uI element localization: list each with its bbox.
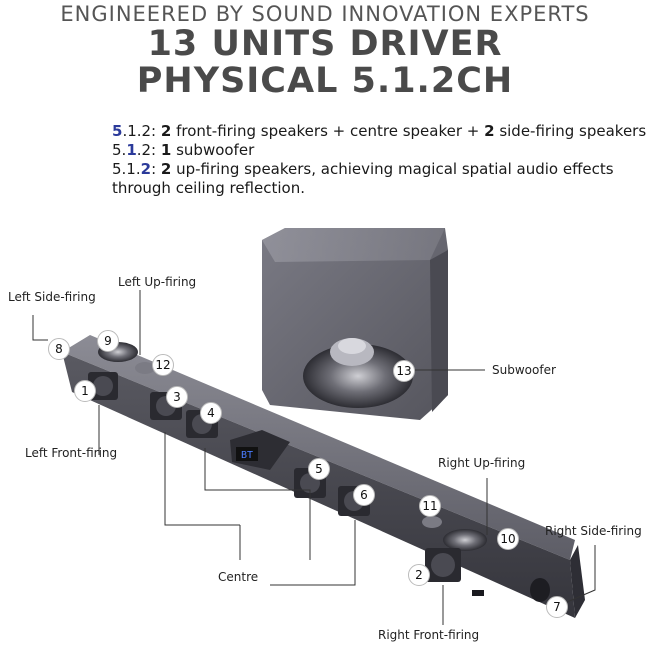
spec-code-highlight: 5 [112, 122, 123, 140]
up-driver-right-small [422, 516, 442, 528]
label-left-front-firing: Left Front-firing [25, 446, 118, 460]
spec-count: 1 [160, 141, 172, 159]
spec-code-highlight: 2 [140, 160, 152, 178]
display-readout: BT [241, 450, 253, 461]
subwoofer [262, 228, 448, 420]
spec-line-sub: 5.1.2: 1 subwoofer [112, 141, 632, 160]
marker-9: 9 [97, 330, 119, 352]
spec-count: 2 [160, 122, 172, 140]
label-centre: Centre [218, 570, 259, 584]
callout-lines [32, 290, 596, 625]
soundbar: BT [62, 335, 585, 618]
label-right-side-firing: Right Side-firing [545, 524, 642, 538]
spec-text: side-firing speakers [494, 122, 647, 140]
headline-line-1: 13 UNITS DRIVER [147, 24, 503, 64]
spec-list: 5.1.2: 2 front-firing speakers + centre … [112, 122, 646, 198]
label-right-up-firing: Right Up-firing [438, 456, 526, 470]
marker-8: 8 [48, 338, 70, 360]
label-left-side-firing: Left Side-firing [8, 290, 96, 304]
spec-code: 5.1. [112, 160, 141, 178]
spec-code: : [151, 160, 161, 178]
marker-11: 11 [419, 495, 441, 517]
headline-line-2: PHYSICAL 5.1.2CH [136, 61, 514, 101]
spec-code-highlight: 1 [126, 141, 137, 159]
label-right-front-firing: Right Front-firing [378, 628, 480, 642]
marker-3: 3 [166, 386, 188, 408]
marker-4: 4 [200, 402, 222, 424]
spec-code: 5. [112, 141, 127, 159]
spec-code: .1.2: [122, 122, 161, 140]
marker-5: 5 [308, 458, 330, 480]
subwoofer-cone [303, 344, 413, 408]
side-driver-right [530, 578, 550, 602]
marker-1: 1 [74, 380, 96, 402]
marker-7: 7 [546, 596, 568, 618]
marker-2: 2 [408, 564, 430, 586]
spec-text: front-firing speakers + centre speaker + [171, 122, 485, 140]
spec-line-up-cont: through ceiling reflection. [112, 179, 305, 197]
marker-10: 10 [497, 528, 519, 550]
up-driver-right [443, 529, 487, 551]
header: ENGINEERED BY SOUND INNOVATION EXPERTS 1… [0, 0, 650, 100]
label-subwoofer: Subwoofer [492, 363, 556, 377]
spec-text: up-firing speakers, achieving magical sp… [171, 160, 614, 178]
tagline: ENGINEERED BY SOUND INNOVATION EXPERTS [60, 2, 590, 26]
up-driver-left-small [135, 362, 155, 374]
spec-text: subwoofer [171, 141, 255, 159]
marker-12: 12 [152, 354, 174, 376]
spec-code: .2: [136, 141, 161, 159]
spec-count: 2 [484, 122, 495, 140]
label-left-up-firing: Left Up-firing [118, 275, 197, 289]
spec-line-up: 5.1.2: 2 up-firing speakers, achieving m… [112, 160, 632, 179]
marker-6: 6 [353, 484, 375, 506]
marker-13: 13 [393, 360, 415, 382]
spec-line-front: 5.1.2: 2 front-firing speakers + centre … [112, 122, 646, 141]
spec-count: 2 [160, 160, 172, 178]
